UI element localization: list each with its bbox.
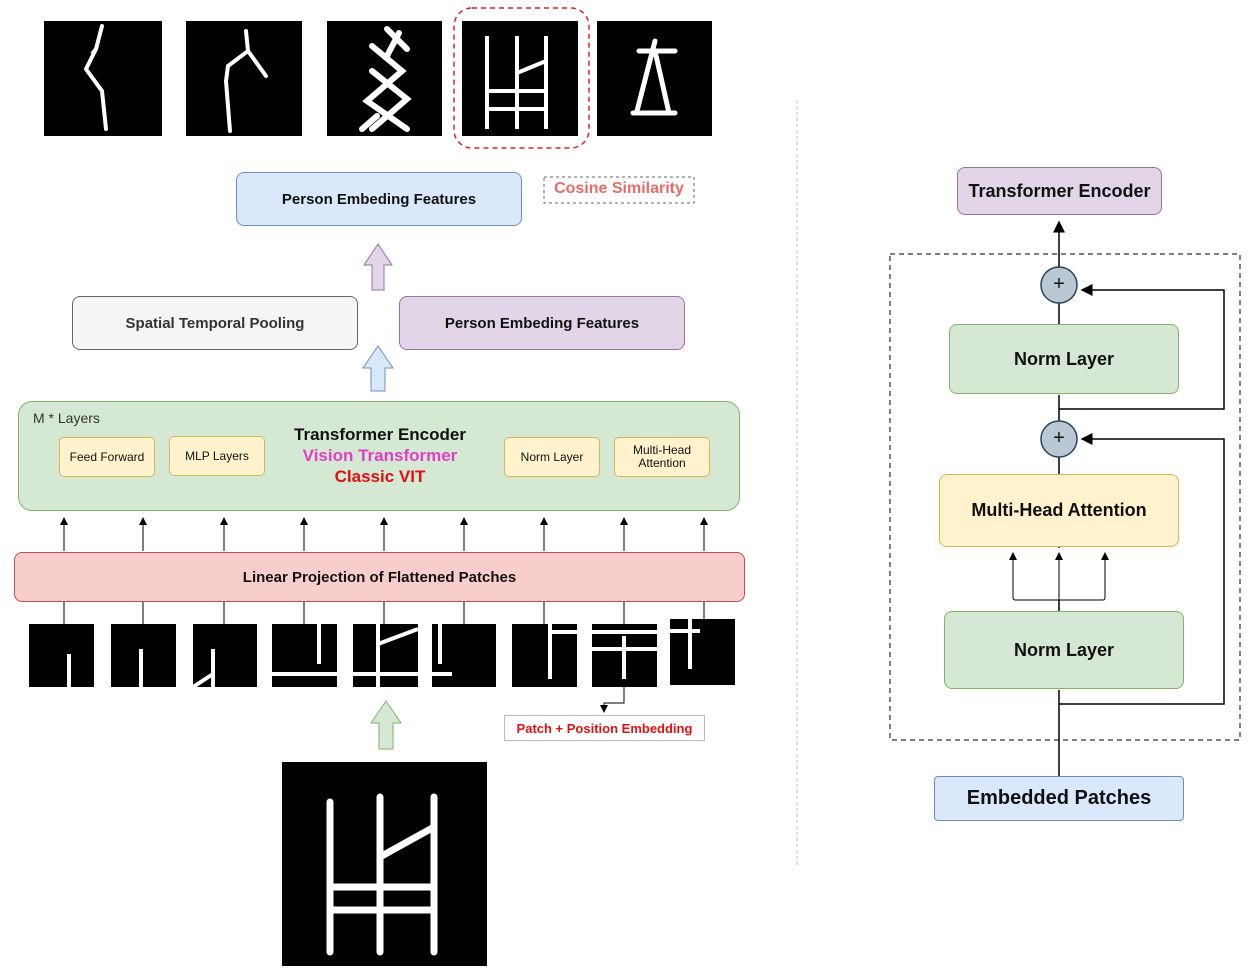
chip-multi-head-attention: Multi-Head Attention xyxy=(614,437,710,477)
patch-1 xyxy=(29,624,94,687)
patch-7 xyxy=(512,624,577,687)
character-image-1 xyxy=(44,21,162,136)
chip-mlp-layers: MLP Layers xyxy=(169,436,265,476)
chip-norm-layer: Norm Layer xyxy=(504,437,600,477)
character-image-3 xyxy=(327,21,442,136)
character-image-5 xyxy=(597,21,712,136)
encoder-subtitle-classic-vit: Classic VIT xyxy=(334,467,426,486)
patch-position-embedding-label: Patch + Position Embedding xyxy=(504,715,705,741)
linear-projection-box: Linear Projection of Flattened Patches xyxy=(14,552,745,602)
cosine-similarity-label: Cosine Similarity xyxy=(554,180,684,197)
arrow-up-blue xyxy=(362,345,394,392)
right-norm-layer-bottom: Norm Layer xyxy=(944,611,1184,689)
plus-icon-top: + xyxy=(1053,273,1065,295)
encoder-subtitle-vision-transformer: Vision Transformer xyxy=(302,446,458,465)
patch-8 xyxy=(592,624,657,687)
arrow-up-purple xyxy=(363,243,393,291)
right-embedded-patches: Embedded Patches xyxy=(934,776,1184,821)
right-multi-head-attention: Multi-Head Attention xyxy=(939,474,1179,547)
patch-6 xyxy=(432,624,496,687)
patch-9 xyxy=(670,619,735,685)
right-norm-layer-top: Norm Layer xyxy=(949,324,1179,394)
patch-3 xyxy=(191,624,257,689)
plus-icon-bottom: + xyxy=(1053,427,1065,449)
right-transformer-encoder: Transformer Encoder xyxy=(957,167,1162,215)
input-character-image xyxy=(282,762,487,966)
person-embedding-features-top: Person Embeding Features xyxy=(236,172,522,226)
character-image-4-selected xyxy=(462,21,578,136)
patch-5 xyxy=(353,624,419,687)
patch-4 xyxy=(272,624,337,687)
person-embedding-features-mid: Person Embeding Features xyxy=(399,296,685,350)
patch-2 xyxy=(111,624,176,687)
character-image-2 xyxy=(186,21,302,136)
encoder-title: Transformer Encoder xyxy=(294,425,466,444)
m-layers-label: M * Layers xyxy=(33,410,100,426)
spatial-temporal-pooling: Spatial Temporal Pooling xyxy=(72,296,358,350)
arrow-up-green xyxy=(370,700,402,750)
chip-feed-forward: Feed Forward xyxy=(59,437,155,477)
